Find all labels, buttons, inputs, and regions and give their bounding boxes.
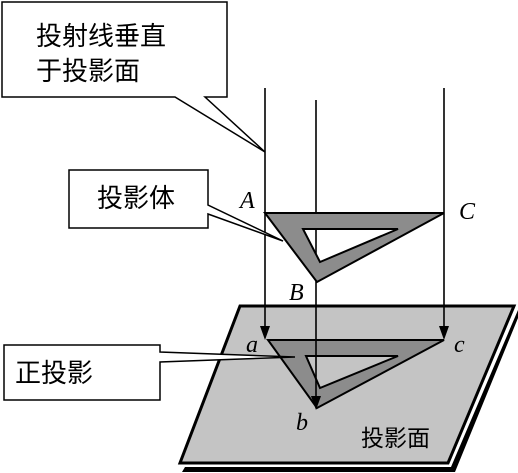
label-point-b: b — [296, 410, 308, 436]
callout-object-label: 投影体 — [97, 184, 175, 214]
projection-rays — [264, 88, 445, 400]
label-point-c: c — [454, 332, 465, 358]
arrowhead-a — [260, 326, 270, 340]
callout-projection-box — [3, 344, 296, 401]
callout-object-box — [68, 169, 284, 242]
ray-arrowheads — [260, 326, 449, 410]
object-triangle — [262, 212, 445, 284]
arrowhead-c — [439, 326, 449, 340]
label-point-A: A — [238, 188, 255, 214]
callout-rays: 投射线垂直 于投影面 — [1, 1, 266, 153]
callout-projection-label: 正投影 — [15, 359, 93, 389]
plane-label: 投影面 — [361, 426, 430, 452]
label-point-a: a — [246, 332, 258, 358]
callout-rays-box — [1, 1, 266, 153]
callout-rays-line2: 于投影面 — [36, 57, 140, 87]
callout-rays-line1: 投射线垂直 — [36, 22, 166, 52]
label-point-B: B — [289, 280, 304, 306]
arrowhead-b — [311, 396, 321, 410]
callout-object: 投影体 — [68, 169, 284, 242]
callout-projection: 正投影 — [3, 344, 296, 401]
label-point-C: C — [459, 199, 476, 225]
projected-triangle — [266, 339, 445, 410]
